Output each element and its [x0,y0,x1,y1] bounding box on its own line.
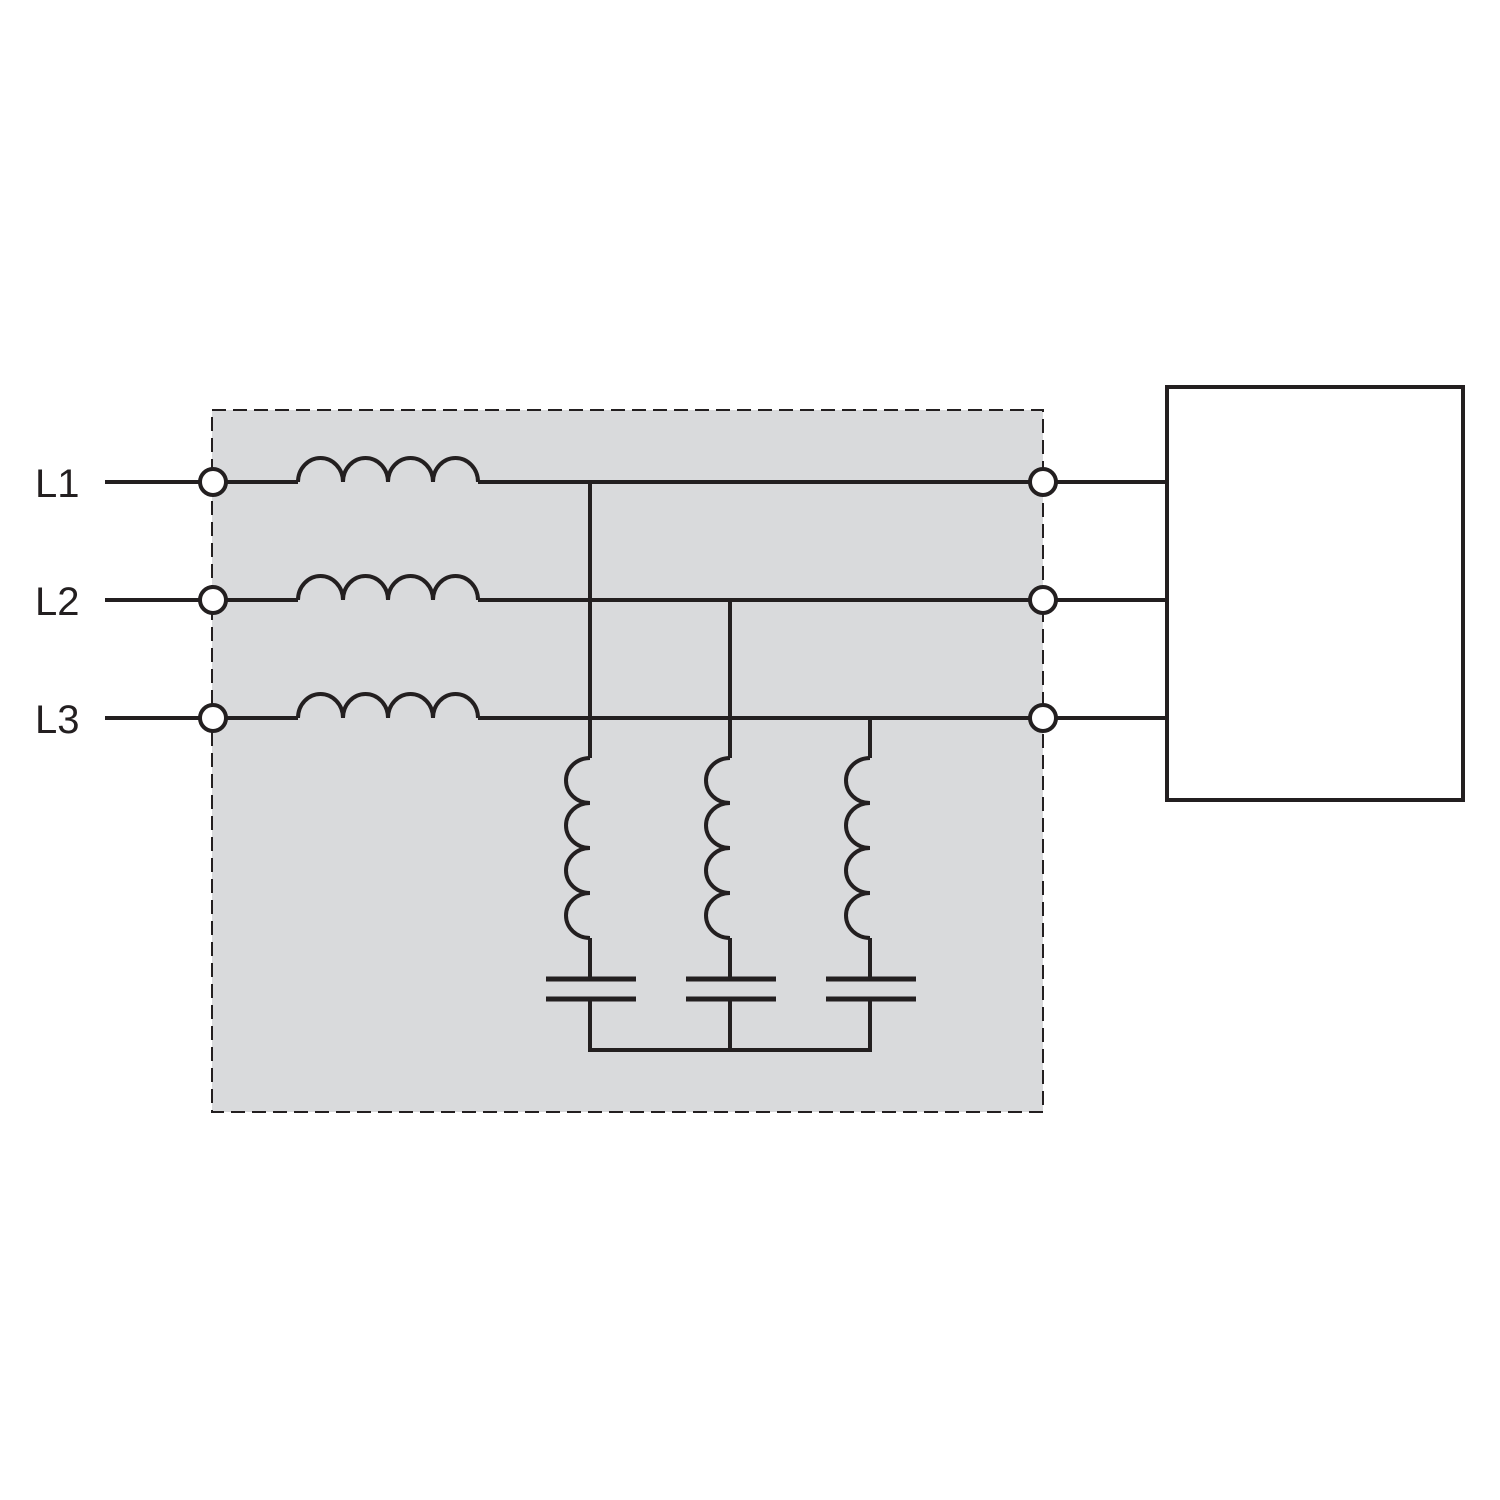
filter-enclosure [211,409,1044,1113]
input-terminal-1 [198,467,228,497]
load-box [1165,385,1465,802]
label-l2: L2 [35,580,80,624]
label-l3: L3 [35,698,80,742]
input-terminal-3 [198,703,228,733]
label-l1: L1 [35,462,80,506]
series-inductor-3 [296,692,480,719]
series-inductor-2 [296,574,480,601]
series-inductor-1 [296,456,480,483]
shunt-inductor-2 [704,756,731,940]
output-terminal-1 [1028,467,1058,497]
shunt-inductor-1 [564,756,591,940]
output-terminal-2 [1028,585,1058,615]
input-terminal-2 [198,585,228,615]
output-terminal-3 [1028,703,1058,733]
shunt-inductor-3 [844,756,871,940]
